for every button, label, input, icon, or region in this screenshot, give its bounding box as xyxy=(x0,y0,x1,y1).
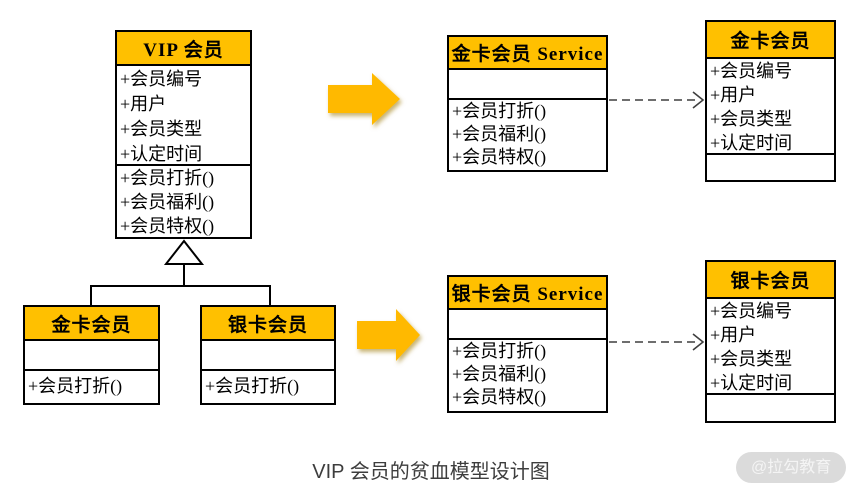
gold-entity-methods-section xyxy=(707,155,834,180)
gold-child-class-title: 金卡会员 xyxy=(25,307,158,341)
gold-service-methods-section: +会员打折() +会员福利() +会员特权() xyxy=(449,100,606,170)
method-row: +会员打折() xyxy=(120,168,215,188)
attribute-row: +会员类型 xyxy=(710,349,793,369)
silver-service-methods-section: +会员打折() +会员福利() +会员特权() xyxy=(449,340,606,411)
gold-service-class-box: 金卡会员 Service +会员打折() +会员福利() +会员特权() xyxy=(447,35,608,172)
method-row: +会员特权() xyxy=(120,216,215,236)
block-arrow-bottom-icon xyxy=(357,309,420,361)
attribute-row: +认定时间 xyxy=(710,133,793,153)
gold-service-class-title: 金卡会员 Service xyxy=(449,37,606,70)
gold-child-attributes-section xyxy=(25,341,158,371)
silver-entity-attributes-section: +会员编号 +用户 +会员类型 +认定时间 xyxy=(707,299,834,395)
method-row: +会员打折() xyxy=(28,376,123,396)
attribute-row: +会员编号 xyxy=(710,61,793,81)
method-row: +会员特权() xyxy=(452,387,547,407)
method-row: +会员福利() xyxy=(452,364,547,384)
attribute-row: +会员类型 xyxy=(120,119,203,139)
method-row: +会员打折() xyxy=(452,341,547,361)
silver-entity-class-box: 银卡会员 +会员编号 +用户 +会员类型 +认定时间 xyxy=(705,260,836,423)
gold-child-class-box: 金卡会员 +会员打折() xyxy=(23,305,160,405)
dashed-arrow-bottom-icon xyxy=(609,333,705,351)
vip-class-title: VIP 会员 xyxy=(117,32,250,66)
attribute-row: +认定时间 xyxy=(120,144,203,164)
silver-service-class-box: 银卡会员 Service +会员打折() +会员福利() +会员特权() xyxy=(447,275,608,413)
block-arrow-top-icon xyxy=(328,73,400,125)
attribute-row: +会员编号 xyxy=(710,301,793,321)
silver-child-class-title: 银卡会员 xyxy=(202,307,334,341)
silver-child-attributes-section xyxy=(202,341,334,371)
method-row: +会员福利() xyxy=(452,124,547,144)
inheritance-triangle-icon xyxy=(163,239,205,265)
silver-entity-methods-section xyxy=(707,395,834,421)
vip-attributes-section: +会员编号 +用户 +会员类型 +认定时间 xyxy=(117,66,250,166)
attribute-row: +用户 xyxy=(120,94,167,114)
inheritance-connector xyxy=(90,264,271,305)
attribute-row: +用户 xyxy=(710,325,757,345)
method-row: +会员福利() xyxy=(120,192,215,212)
method-row: +会员打折() xyxy=(205,376,300,396)
method-row: +会员特权() xyxy=(452,147,547,167)
gold-service-attributes-section xyxy=(449,70,606,100)
silver-service-attributes-section xyxy=(449,310,606,340)
gold-entity-class-box: 金卡会员 +会员编号 +用户 +会员类型 +认定时间 xyxy=(705,20,836,182)
diagram-caption: VIP 会员的贫血模型设计图 xyxy=(312,461,550,483)
silver-entity-class-title: 银卡会员 xyxy=(707,262,834,299)
dashed-arrow-top-icon xyxy=(609,91,705,109)
attribute-row: +认定时间 xyxy=(710,373,793,393)
attribute-row: +会员类型 xyxy=(710,109,793,129)
silver-child-class-box: 银卡会员 +会员打折() xyxy=(200,305,336,405)
vip-class-box: VIP 会员 +会员编号 +用户 +会员类型 +认定时间 +会员打折() +会员… xyxy=(115,30,252,239)
method-row: +会员打折() xyxy=(452,101,547,121)
watermark-badge: @拉勾教育 xyxy=(736,452,847,483)
gold-entity-class-title: 金卡会员 xyxy=(707,22,834,59)
attribute-row: +用户 xyxy=(710,85,757,105)
gold-entity-attributes-section: +会员编号 +用户 +会员类型 +认定时间 xyxy=(707,59,834,155)
attribute-row: +会员编号 xyxy=(120,69,203,89)
vip-methods-section: +会员打折() +会员福利() +会员特权() xyxy=(117,166,250,237)
gold-child-methods-section: +会员打折() xyxy=(25,371,158,403)
silver-child-methods-section: +会员打折() xyxy=(202,371,334,403)
silver-service-class-title: 银卡会员 Service xyxy=(449,277,606,310)
